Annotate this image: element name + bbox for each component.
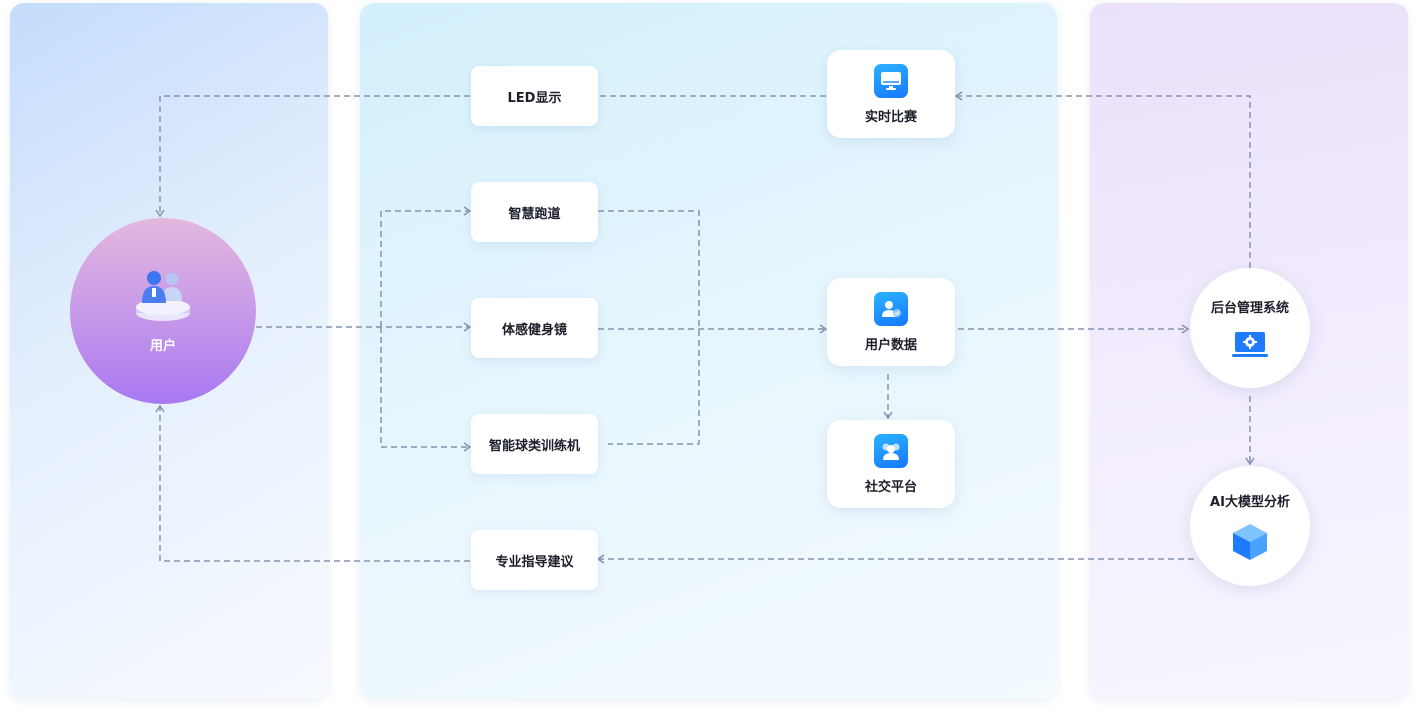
pro-advice-label: 专业指导建议 [495,554,574,570]
ai-model-label: AI大模型分析 [1210,494,1290,510]
led-display-label: LED显示 [507,90,562,106]
user-data-label: 用户数据 [864,337,917,353]
live-match-label: 实时比赛 [864,109,917,125]
users-pedestal-icon [136,270,190,321]
node-pro-advice: 专业指导建议 [471,530,598,590]
monitor-icon [874,63,908,98]
user-chat-icon [874,291,908,326]
node-led-display: LED显示 [471,66,598,126]
smart-track-label: 智慧跑道 [508,206,561,222]
user-node: 用户 [70,218,256,404]
motion-mirror-label: 体感健身镜 [501,322,567,338]
cube-icon [1233,523,1267,560]
node-smart-track: 智慧跑道 [471,182,598,242]
group-icon [874,433,908,468]
ball-trainer-label: 智能球类训练机 [488,438,580,454]
social-platform-label: 社交平台 [864,479,917,495]
laptop-gear-icon [1232,331,1268,357]
backend-system-label: 后台管理系统 [1210,300,1289,316]
node-ball-trainer: 智能球类训练机 [471,414,598,474]
node-live-match: 实时比赛 [827,50,955,138]
node-social-platform: 社交平台 [827,420,955,508]
node-user-data: 用户数据 [827,278,955,366]
user-label: 用户 [149,338,176,354]
node-backend-system: 后台管理系统 [1190,268,1310,388]
node-ai-model: AI大模型分析 [1190,466,1310,586]
node-motion-mirror: 体感健身镜 [471,298,598,358]
